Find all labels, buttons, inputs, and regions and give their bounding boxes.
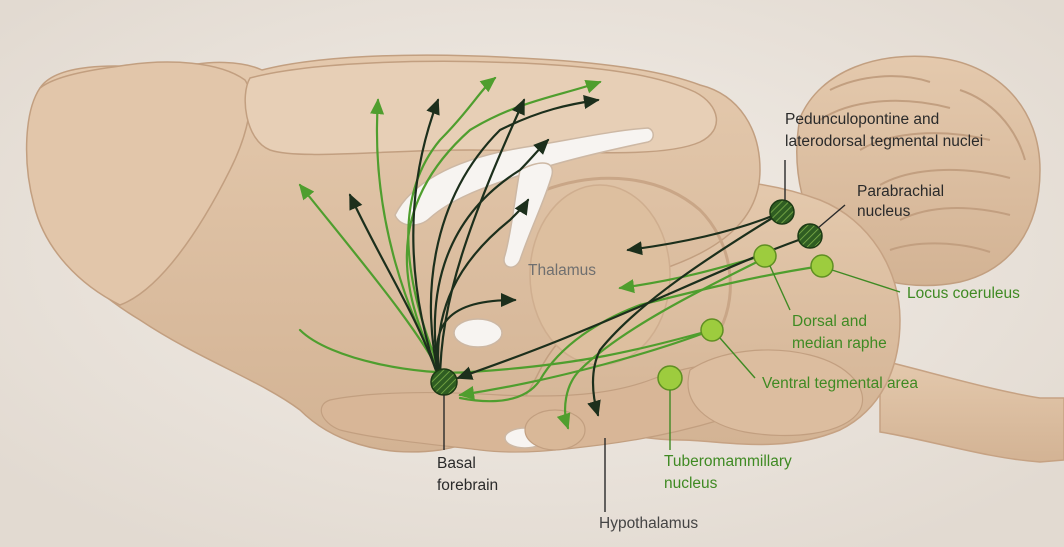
label-tuberomammillary-line1: Tuberomammillary xyxy=(664,453,792,470)
label-hypothalamus: Hypothalamus xyxy=(599,515,698,532)
tuberomammillary-marker xyxy=(658,366,682,390)
label-raphe-line1: Dorsal and xyxy=(792,313,867,330)
dorsal-raphe-marker xyxy=(754,245,776,267)
label-parabrachial-line2: nucleus xyxy=(857,203,911,220)
ventral-tegmental-marker xyxy=(701,319,723,341)
label-pedunculopontine-line1: Pedunculopontine and xyxy=(785,111,939,128)
label-tuberomammillary-line2: nucleus xyxy=(664,475,718,492)
label-parabrachial-line1: Parabrachial xyxy=(857,183,944,200)
label-locus-coeruleus: Locus coeruleus xyxy=(907,285,1020,302)
pedunculopontine-nucleus-marker xyxy=(770,200,794,224)
label-ventral-tegmental: Ventral tegmental area xyxy=(762,375,918,392)
label-pedunculopontine-line2: laterodorsal tegmental nuclei xyxy=(785,133,983,150)
pituitary xyxy=(525,410,585,450)
label-basal-line2: forebrain xyxy=(437,477,498,494)
label-thalamus: Thalamus xyxy=(528,262,596,279)
basal-forebrain-marker xyxy=(431,369,457,395)
label-raphe-line2: median raphe xyxy=(792,335,887,352)
label-basal-line1: Basal xyxy=(437,455,476,472)
locus-coeruleus-marker xyxy=(811,255,833,277)
